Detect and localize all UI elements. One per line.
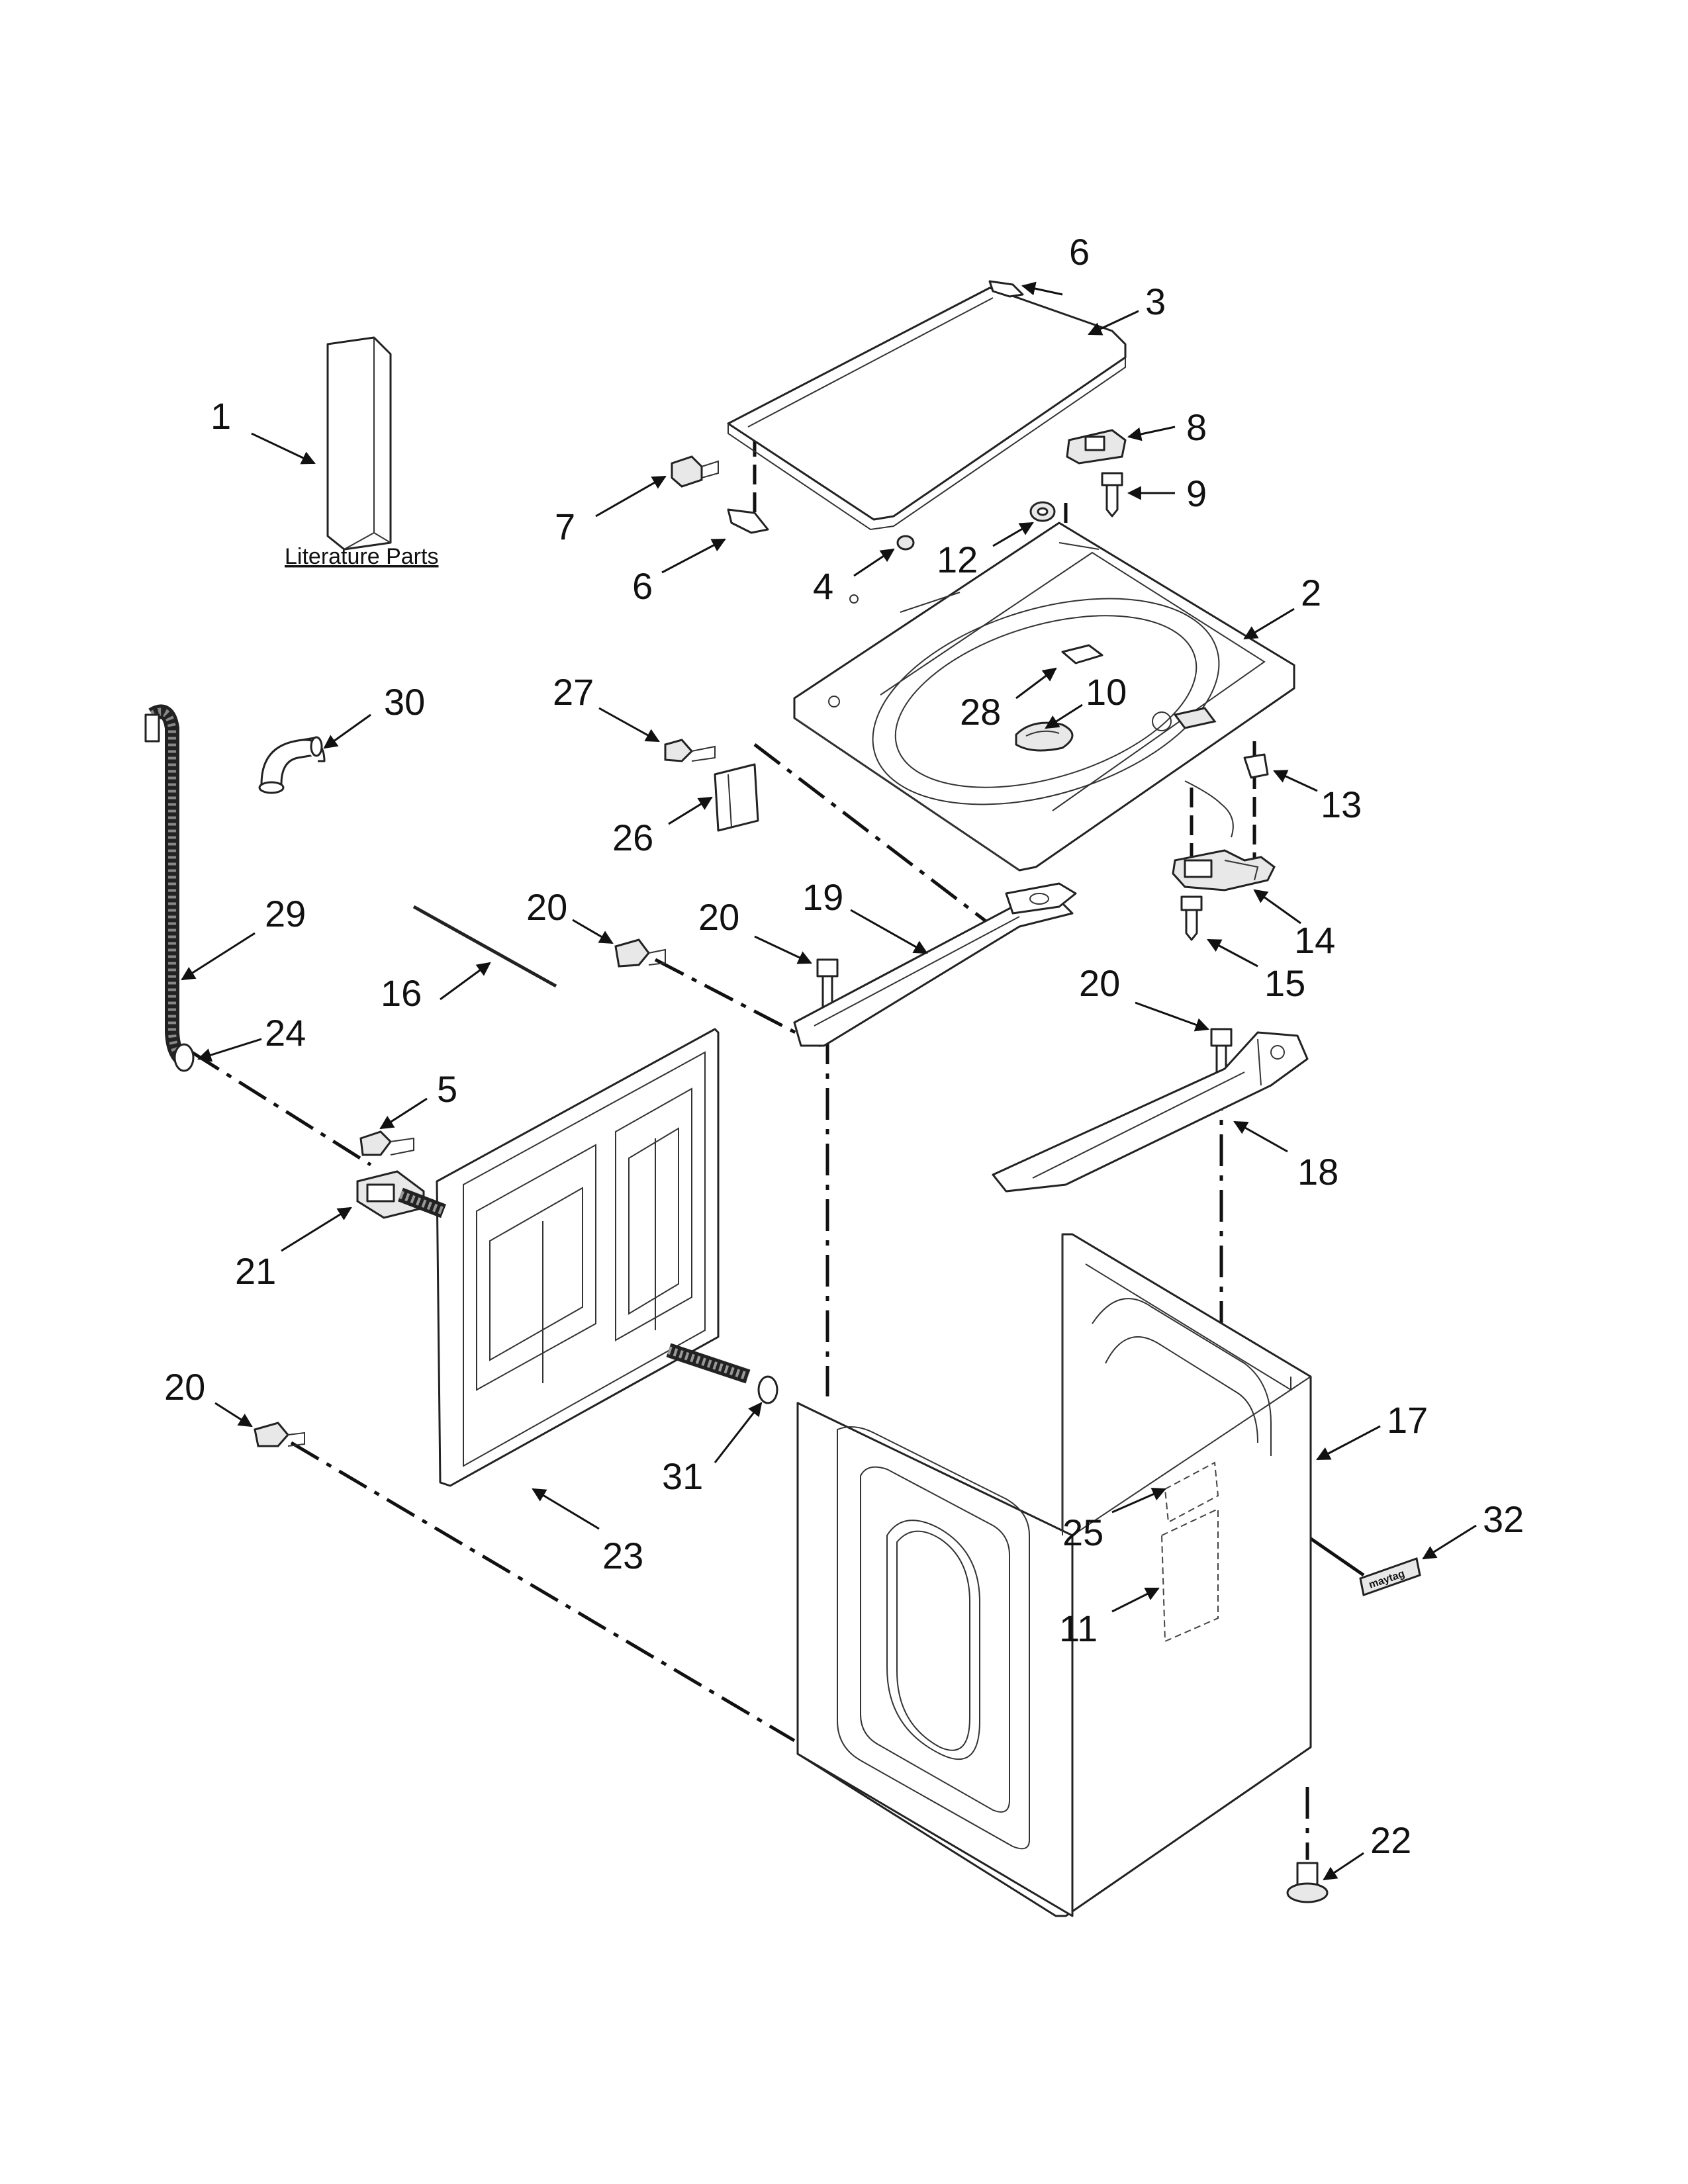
- callout-7: 7: [555, 506, 575, 547]
- callout-25: 25: [1062, 1512, 1103, 1553]
- pump-screw: [359, 1130, 414, 1156]
- callout-14: 14: [1294, 919, 1335, 961]
- callout-12: 12: [937, 539, 978, 580]
- callout-5: 5: [437, 1068, 457, 1110]
- literature-parts: Literature Parts: [285, 336, 438, 569]
- callout-28: 28: [960, 691, 1001, 733]
- lid-switch: [1172, 780, 1276, 891]
- callout-29: 29: [265, 893, 306, 934]
- lid-bumper: [671, 455, 719, 488]
- hose-elbow: [258, 736, 326, 794]
- callout-11: 11: [1059, 1608, 1098, 1649]
- top-bracket: [714, 763, 759, 832]
- callout-21: 21: [235, 1250, 276, 1292]
- callout-30: 30: [384, 681, 425, 723]
- callout-20a: 20: [526, 886, 567, 928]
- top-panel: [793, 522, 1295, 872]
- switch-clip: [1243, 753, 1269, 779]
- callout-22: 22: [1370, 1819, 1411, 1861]
- support-rod: [412, 905, 557, 988]
- callout-8: 8: [1186, 406, 1207, 448]
- callout-2: 2: [1301, 572, 1321, 614]
- label-25: [1164, 1461, 1219, 1524]
- callout-3: 3: [1145, 281, 1166, 322]
- hinge-clip-top: [988, 280, 1024, 298]
- callout-4: 4: [813, 565, 833, 607]
- callout-10: 10: [1086, 671, 1127, 713]
- lid: [727, 287, 1127, 531]
- callout-32: 32: [1483, 1498, 1524, 1540]
- callout-18: 18: [1297, 1151, 1338, 1193]
- hinge-clip-bottom: [727, 508, 769, 534]
- hose-clamp: [173, 1043, 195, 1072]
- callout-20d: 20: [164, 1366, 205, 1408]
- callout-23: 23: [602, 1535, 643, 1576]
- screw-20-d: [254, 1422, 305, 1447]
- screw-20-a: [614, 938, 666, 968]
- callout-9: 9: [1186, 473, 1207, 514]
- front-rail: [992, 1031, 1309, 1193]
- callout-27: 27: [553, 671, 594, 713]
- drain-pump: [356, 1170, 446, 1219]
- latch-screw: [1101, 472, 1123, 518]
- callout-16: 16: [381, 972, 422, 1014]
- lid-latch: [1066, 429, 1127, 465]
- callout-19: 19: [802, 876, 843, 918]
- callout-17: 17: [1387, 1399, 1428, 1441]
- rear-rail: [793, 882, 1077, 1047]
- cabinet: [796, 1233, 1312, 1917]
- leveling-foot: [1286, 1862, 1329, 1903]
- pump-hose: [666, 1343, 778, 1404]
- callout-1: 1: [211, 395, 231, 437]
- wiring-diagram-11: [1160, 1508, 1219, 1643]
- callout-6a: 6: [1069, 231, 1090, 273]
- switch-screw: [1180, 895, 1203, 941]
- callout-15: 15: [1264, 962, 1305, 1004]
- callout-20c: 20: [1079, 962, 1120, 1004]
- bracket-screw: [664, 739, 716, 762]
- brand-badge: maytag: [1359, 1557, 1421, 1596]
- assembly-lines: [191, 437, 1365, 1860]
- callout-26: 26: [612, 817, 653, 858]
- top-nut: [1029, 501, 1056, 522]
- literature-label: Literature Parts: [285, 544, 438, 569]
- callout-24: 24: [265, 1012, 306, 1054]
- callout-31: 31: [662, 1455, 703, 1497]
- callout-numbers: 1 2 3 4 5 6 6 7 8 9 10 11 12 13 14 15 16…: [164, 231, 1524, 1861]
- drain-hose: [144, 704, 191, 1069]
- callout-6b: 6: [632, 565, 653, 607]
- lid-stop: [896, 535, 915, 551]
- rear-panel: [436, 1028, 720, 1487]
- callout-leaders: [181, 281, 1477, 1881]
- callout-13: 13: [1321, 784, 1362, 825]
- callout-20b: 20: [698, 896, 739, 938]
